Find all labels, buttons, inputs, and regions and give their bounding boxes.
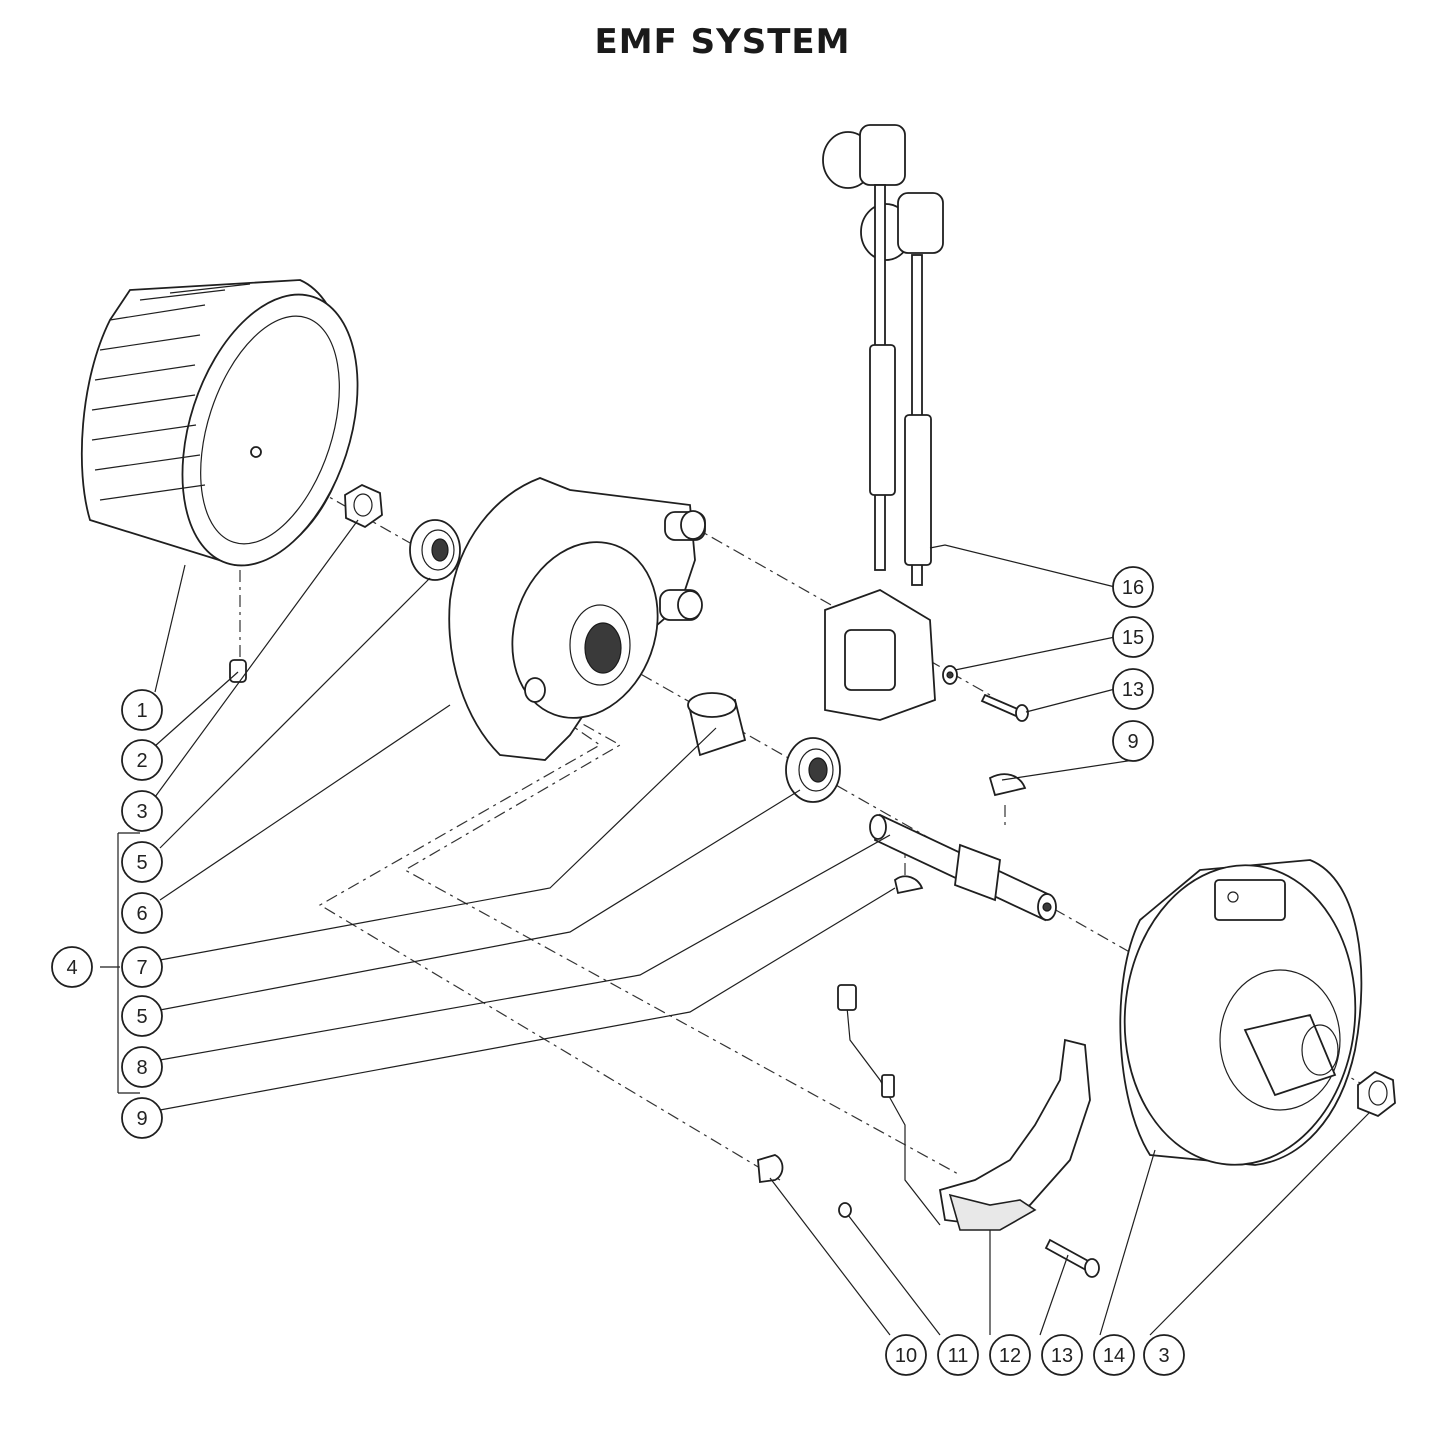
- callout-10: 10: [885, 1334, 927, 1376]
- callouts: 1 2 3 5 6 4 7 5 8 9 16 15 13 9 10 11 12 …: [51, 566, 1185, 1376]
- callout-12: 12: [989, 1334, 1031, 1376]
- centerline-backplate-stator: [318, 689, 781, 1181]
- svg-text:7: 7: [136, 957, 147, 979]
- callout-14: 14: [1093, 1334, 1135, 1376]
- callout-3a: 3: [121, 790, 163, 832]
- callout-13b: 13: [1041, 1334, 1083, 1376]
- cable-clamp: [757, 1154, 784, 1184]
- screw-upper: [980, 693, 1029, 722]
- callout-11: 11: [937, 1334, 979, 1376]
- svg-text:6: 6: [136, 903, 147, 925]
- svg-text:3: 3: [1158, 1345, 1169, 1367]
- housing-plate: [448, 477, 706, 761]
- callout-4: 4: [51, 946, 93, 988]
- svg-text:5: 5: [136, 852, 147, 874]
- callout-6: 6: [121, 892, 163, 934]
- callout-13a: 13: [1112, 668, 1154, 710]
- svg-text:14: 14: [1103, 1345, 1125, 1367]
- set-screw: [229, 659, 247, 683]
- svg-text:9: 9: [1127, 731, 1138, 753]
- callout-9a: 9: [121, 1097, 163, 1139]
- svg-text:9: 9: [136, 1108, 147, 1130]
- svg-text:5: 5: [136, 1006, 147, 1028]
- svg-text:3: 3: [136, 801, 147, 823]
- callout-3b: 3: [1143, 1334, 1185, 1376]
- hex-nut-top: [344, 483, 383, 529]
- svg-text:13: 13: [1122, 679, 1144, 701]
- bearing-upper: [409, 519, 461, 581]
- svg-text:2: 2: [136, 750, 147, 772]
- svg-text:16: 16: [1122, 577, 1144, 599]
- stator-pickup: [837, 984, 1091, 1231]
- callout-5b: 5: [121, 995, 163, 1037]
- svg-text:13: 13: [1051, 1345, 1073, 1367]
- shaft: [869, 813, 1057, 922]
- svg-text:11: 11: [948, 1345, 969, 1367]
- svg-text:10: 10: [895, 1345, 917, 1367]
- callout-16: 16: [1112, 566, 1154, 608]
- bushing: [687, 692, 747, 757]
- leader-lines: [100, 519, 1371, 1336]
- callout-9b: 9: [1112, 720, 1154, 762]
- callout-7: 7: [121, 946, 163, 988]
- callout-15: 15: [1112, 616, 1154, 658]
- callout-1: 1: [121, 689, 163, 731]
- small-screw: [838, 1202, 852, 1218]
- flywheel-rotor: [1119, 859, 1363, 1166]
- diagram-title: EMF SYSTEM: [594, 22, 851, 62]
- svg-text:12: 12: [999, 1345, 1021, 1367]
- svg-text:15: 15: [1122, 627, 1144, 649]
- washer: [942, 665, 958, 685]
- ignition-coil-assembly: [822, 124, 944, 721]
- callout-5a: 5: [121, 841, 163, 883]
- svg-text:8: 8: [136, 1057, 147, 1079]
- bearing-lower: [785, 737, 841, 803]
- centerline-backplate-stator-2: [403, 699, 961, 1176]
- callout-8: 8: [121, 1046, 163, 1088]
- svg-text:4: 4: [66, 957, 77, 979]
- centerline-upper-axis: [689, 524, 991, 696]
- callout-2: 2: [121, 739, 163, 781]
- svg-text:1: 1: [136, 700, 147, 722]
- screw-lower: [1044, 1238, 1100, 1278]
- blower-wheel: [80, 279, 359, 567]
- key-lower: [893, 875, 924, 895]
- key-upper: [988, 773, 1027, 797]
- hex-nut-right: [1357, 1070, 1396, 1118]
